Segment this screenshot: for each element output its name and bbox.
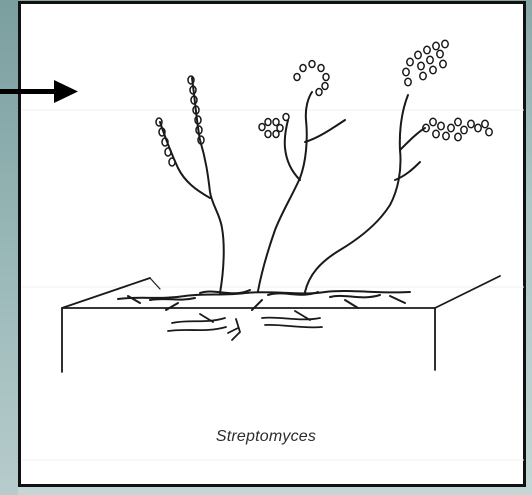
spore-coil-right-bottom	[423, 118, 492, 141]
submerged-mycelium	[168, 311, 322, 340]
aerial-hypha-right	[305, 95, 425, 292]
scan-lines	[22, 110, 524, 460]
spore-coil-right-top	[403, 40, 448, 86]
agar-block	[62, 276, 500, 372]
spore-coil-middle	[259, 61, 329, 138]
right-arrow-icon	[0, 80, 78, 103]
figure-caption: Streptomyces	[0, 428, 532, 446]
substrate-mycelium	[118, 290, 410, 310]
